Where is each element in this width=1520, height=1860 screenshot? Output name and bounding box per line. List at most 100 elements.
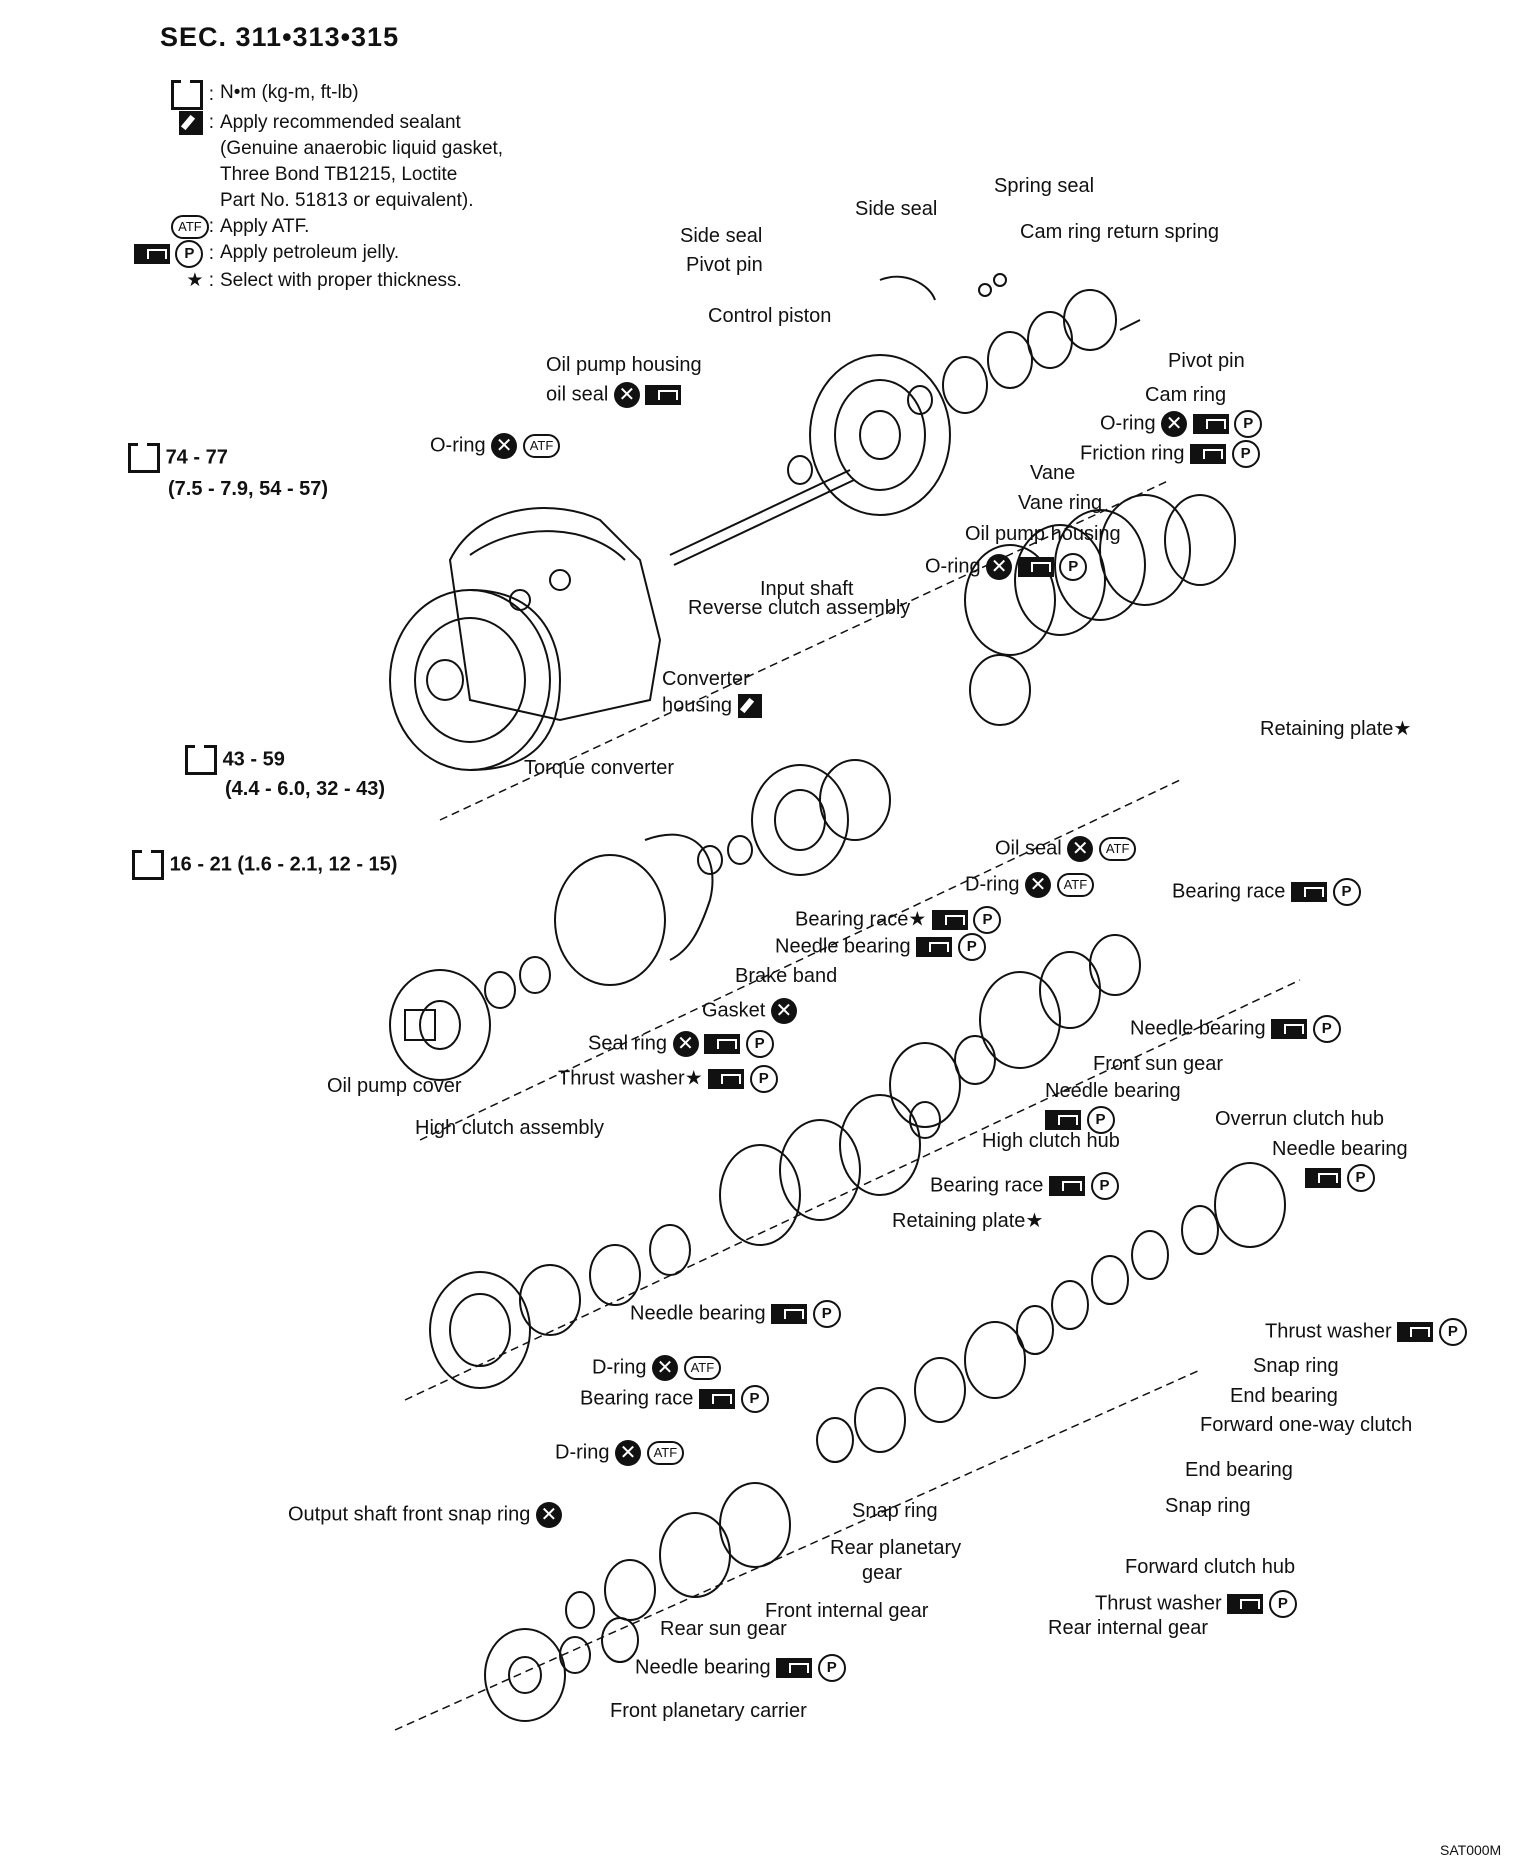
- petroleum-jelly-icon: [704, 1034, 741, 1054]
- petroleum-jelly-icon: [1271, 1019, 1308, 1039]
- label-needle-bearing: Needle bearing P: [635, 1654, 846, 1682]
- legend-row: : N•m (kg-m, ft-lb): [130, 80, 503, 110]
- torque-converter-drawing: [389, 589, 562, 771]
- figure-code: SAT000M: [1440, 1842, 1502, 1858]
- label-seal-ring: Seal ring ✕ P: [588, 1030, 774, 1058]
- p-circle-icon: P: [1268, 1590, 1297, 1618]
- petroleum-jelly-icon: [1305, 1168, 1341, 1188]
- replace-x-icon: ✕: [1025, 872, 1052, 898]
- label-o-ring: O-ring ✕ ATF: [430, 433, 561, 459]
- torque-spec-2-sub: (4.4 - 6.0, 32 - 43): [225, 778, 386, 800]
- legend-text: Select with proper thickness.: [220, 270, 462, 291]
- label-forward-one-way-clutch: Forward one-way clutch: [1200, 1414, 1413, 1436]
- label-needle-bearing: Needle bearing P: [1130, 1015, 1341, 1043]
- label-spring-seal: Spring seal: [994, 175, 1095, 197]
- label-thrust-washer: Thrust washer P: [1265, 1318, 1467, 1346]
- label-needle-bearing: Needle bearing P: [630, 1300, 841, 1328]
- label-front-sun-gear: Front sun gear: [1093, 1053, 1224, 1075]
- label-d-ring: D-ring ✕ ATF: [592, 1355, 722, 1381]
- replace-x-icon: ✕: [535, 1502, 562, 1528]
- label-needle-bearing-symbols: P: [1305, 1164, 1375, 1192]
- high-clutch-assembly-drawing: [429, 1094, 941, 1389]
- petroleum-jelly-icon: [1192, 414, 1229, 434]
- petroleum-jelly-icon: [916, 937, 953, 957]
- label-bearing-race: Bearing race P: [930, 1172, 1119, 1200]
- atf-icon: ATF: [1056, 873, 1095, 897]
- legend-text: Apply petroleum jelly.: [220, 242, 400, 263]
- p-circle-icon: P: [957, 933, 986, 961]
- p-circle-icon: P: [1086, 1106, 1115, 1134]
- oil-pump-cover-drawing: [389, 956, 551, 1081]
- label-needle-bearing: Needle bearing: [1272, 1138, 1408, 1160]
- label-oil-pump-housing-oil-seal: Oil pump housing: [546, 354, 702, 376]
- p-circle-icon: P: [973, 906, 1002, 934]
- label-oil-pump-housing-oil-seal: oil seal ✕: [546, 382, 682, 408]
- star-icon: ★: [186, 270, 204, 291]
- label-forward-clutch-hub: Forward clutch hub: [1125, 1556, 1296, 1578]
- forward-clutch-drawing: [816, 1162, 1286, 1463]
- p-circle-icon: P: [1346, 1164, 1375, 1192]
- p-circle-icon: P: [817, 1654, 846, 1682]
- label-end-bearing: End bearing: [1185, 1459, 1293, 1481]
- petroleum-jelly-icon: [776, 1658, 813, 1678]
- label-output-shaft-front-snap-ring: Output shaft front snap ring ✕: [288, 1502, 562, 1528]
- converter-housing-drawing: [448, 507, 662, 722]
- label-thrust-washer: Thrust washer P: [1095, 1590, 1297, 1618]
- legend-row: ★ : Select with proper thickness.: [130, 268, 503, 294]
- wrench-icon: [185, 745, 217, 775]
- label-control-piston: Control piston: [708, 305, 832, 327]
- assembly-axis-lines: [394, 479, 1301, 1731]
- atf-icon: ATF: [171, 214, 209, 239]
- high-clutch-hub-sun-gear-drawing: [889, 934, 1141, 1128]
- label-needle-bearing: Needle bearing P: [775, 933, 986, 961]
- petroleum-jelly-icon: [1397, 1322, 1434, 1342]
- label-thrust-washer: Thrust washer★ P: [558, 1065, 778, 1093]
- torque-spec-1: 74 - 77: [128, 443, 228, 473]
- label-vane-ring: Vane ring: [1018, 492, 1103, 514]
- label-torque-converter: Torque converter: [524, 757, 675, 779]
- petroleum-jelly-icon: [931, 910, 968, 930]
- label-high-clutch-assembly: High clutch assembly: [415, 1117, 604, 1139]
- label-pivot-pin: Pivot pin: [1168, 350, 1245, 372]
- label-o-ring: O-ring ✕ P: [925, 553, 1088, 581]
- petroleum-jelly-icon: [1227, 1594, 1264, 1614]
- petroleum-jelly-icon: [645, 385, 682, 405]
- legend-text: Apply ATF.: [220, 216, 310, 237]
- label-needle-bearing-symbols: P: [1045, 1106, 1115, 1134]
- label-oil-pump-cover: Oil pump cover: [327, 1075, 462, 1097]
- p-circle-icon: P: [1059, 553, 1088, 581]
- petroleum-jelly-icon: [708, 1069, 745, 1089]
- replace-x-icon: ✕: [491, 433, 518, 459]
- petroleum-jelly-icon: [1290, 882, 1327, 902]
- petroleum-jelly-icon: [134, 244, 171, 264]
- atf-icon: ATF: [1098, 837, 1137, 861]
- petroleum-jelly-icon: [1190, 444, 1227, 464]
- wrench-icon: [132, 850, 164, 880]
- legend-text: Apply recommended sealant (Genuine anaer…: [220, 112, 504, 211]
- label-rear-planetary-gear: gear: [862, 1562, 903, 1584]
- p-circle-icon: P: [749, 1065, 778, 1093]
- label-retaining-plate: Retaining plate★: [892, 1210, 1044, 1232]
- label-o-ring: O-ring ✕ P: [1100, 410, 1263, 438]
- input-shaft-drawing: [669, 469, 855, 566]
- label-reverse-clutch-assembly: Reverse clutch assembly: [688, 597, 911, 619]
- sealant-icon: [179, 110, 204, 135]
- label-pivot-pin: Pivot pin: [686, 254, 763, 276]
- label-gasket: Gasket ✕: [702, 998, 797, 1024]
- label-overrun-clutch-hub: Overrun clutch hub: [1215, 1108, 1384, 1130]
- p-circle-icon: P: [1332, 878, 1361, 906]
- legend-row: P : Apply petroleum jelly.: [130, 240, 503, 268]
- p-circle-icon: P: [1234, 410, 1263, 438]
- label-snap-ring: Snap ring: [1165, 1495, 1251, 1517]
- replace-x-icon: ✕: [615, 1440, 642, 1466]
- petroleum-jelly-icon: [1017, 557, 1054, 577]
- reverse-clutch-assembly-drawing: [964, 494, 1236, 726]
- label-side-seal: Side seal: [680, 225, 763, 247]
- label-bearing-race: Bearing race P: [580, 1385, 769, 1413]
- label-front-internal-gear: Front internal gear: [765, 1600, 929, 1622]
- replace-x-icon: ✕: [1161, 411, 1188, 437]
- label-oil-seal: Oil seal ✕ ATF: [995, 836, 1137, 862]
- rear-planetary-group-drawing: [484, 1482, 791, 1722]
- torque-spec-1-sub: (7.5 - 7.9, 54 - 57): [168, 478, 329, 500]
